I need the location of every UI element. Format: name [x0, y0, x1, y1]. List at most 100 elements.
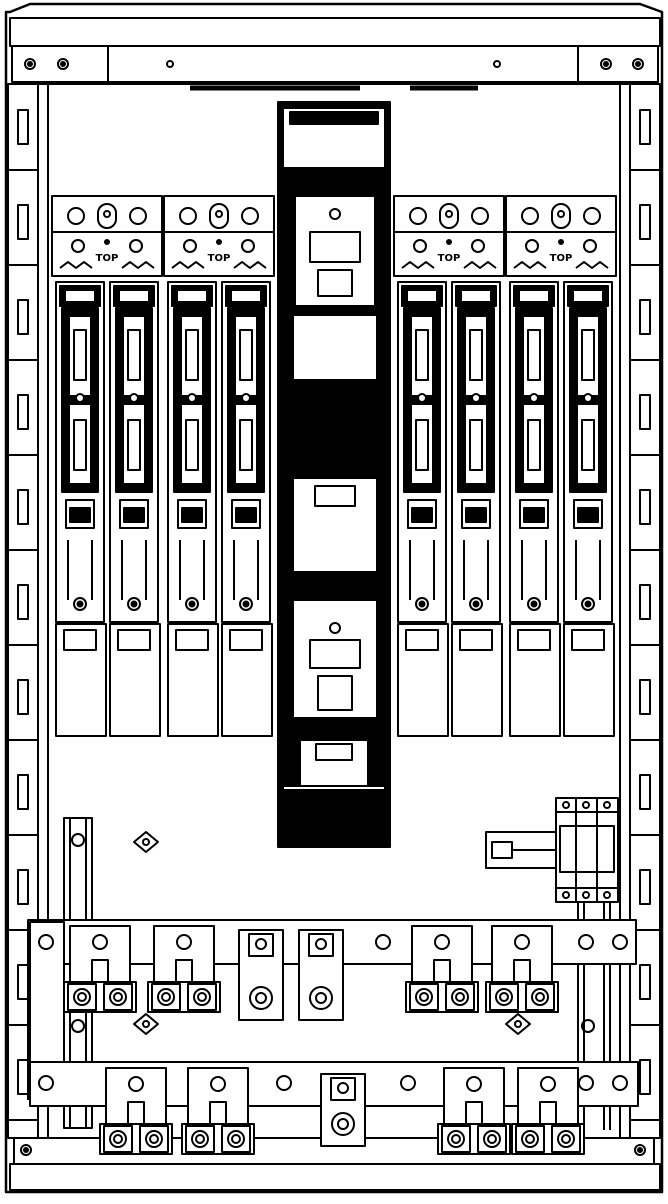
cover-label: [517, 629, 551, 651]
mount-hole: [471, 207, 489, 225]
clamp-screw-center: [535, 992, 545, 1002]
fuse-window: [410, 403, 434, 485]
clip-line: [171, 261, 267, 269]
rail-slot: [639, 394, 651, 430]
fuse-element: [73, 419, 87, 471]
clamp-cell: [67, 983, 97, 1011]
clip-line: [513, 261, 609, 269]
lug-hole: [434, 934, 450, 950]
clamp-screw: [157, 988, 175, 1006]
fuse-pole: [167, 281, 219, 737]
lug-hole: [514, 934, 530, 950]
terminal-screw-center: [188, 600, 196, 608]
lower-clamp-jaw: [523, 507, 545, 523]
terminal-screw-center: [472, 600, 480, 608]
rail-slot: [17, 679, 29, 715]
fuse-element: [415, 419, 429, 471]
keyhole-pin: [215, 210, 223, 218]
lower-clamp-jaw: [577, 507, 599, 523]
fuse-base: TOP: [393, 195, 505, 737]
fuse-pin: [471, 393, 481, 403]
lug-hole: [540, 1076, 556, 1092]
busbar-hole: [375, 934, 391, 950]
clamp-cell: [103, 1125, 133, 1153]
clamp-screw: [227, 1130, 245, 1148]
clamp-cell: [151, 983, 181, 1011]
fuse-window: [410, 315, 434, 397]
double-lug: [63, 925, 137, 1013]
lug-tab: [308, 933, 334, 957]
clamp-screw-center: [487, 1134, 497, 1144]
rail-slot: [17, 109, 29, 145]
lug-hole: [176, 934, 192, 950]
keyhole-pin: [445, 210, 453, 218]
mount-hole: [67, 207, 85, 225]
fuse-element: [581, 329, 595, 381]
terminal-cover: [563, 623, 615, 737]
rail-slot: [17, 394, 29, 430]
cover-label: [571, 629, 605, 651]
fuse-window: [464, 403, 488, 485]
fuse-base: TOP: [51, 195, 163, 737]
terminal-screw: [415, 597, 429, 611]
lower-clamp: [461, 499, 491, 529]
fuse-window: [68, 403, 92, 485]
cover-label: [405, 629, 439, 651]
fuse-pole: [451, 281, 503, 737]
fuse-pole: [397, 281, 449, 737]
screw: [241, 239, 255, 253]
top-label: TOP: [96, 253, 119, 264]
fuse-element: [185, 329, 199, 381]
rail-slot: [17, 964, 29, 1000]
lug-tab: [248, 933, 274, 957]
clamp-screw-center: [451, 1134, 461, 1144]
pole-cap-window: [230, 289, 262, 303]
fuse-element: [527, 329, 541, 381]
pole-cap-window: [64, 289, 96, 303]
screw: [129, 239, 143, 253]
fuse-pole: [221, 281, 273, 737]
clamp-screw-center: [525, 1134, 535, 1144]
top-plate-holes: [20, 58, 646, 1156]
clamp-cell: [551, 1125, 581, 1153]
pole-body: [109, 281, 159, 623]
terminal-screw-center: [130, 600, 138, 608]
lug-screw-center: [315, 992, 327, 1004]
lug-screw-center: [255, 992, 267, 1004]
pole-body: [451, 281, 501, 623]
top-label: TOP: [208, 253, 231, 264]
terminal-cover: [221, 623, 273, 737]
lug-hole: [255, 938, 267, 950]
fuse-element: [415, 329, 429, 381]
indicator-dot: [446, 239, 452, 245]
terminal-screw-center: [242, 600, 250, 608]
rail-slot: [639, 489, 651, 525]
clamp-screw: [109, 1130, 127, 1148]
lower-clamp-jaw: [411, 507, 433, 523]
rail-slot: [639, 299, 651, 335]
lower-clamp-jaw: [181, 507, 203, 523]
clamp-cell: [139, 1125, 169, 1153]
screw: [71, 239, 85, 253]
fuse-pin: [529, 393, 539, 403]
fuse-base-header: [163, 195, 275, 277]
keyhole: [439, 203, 459, 229]
fuse-element: [127, 419, 141, 471]
screw: [471, 239, 485, 253]
clamp-screw-center: [499, 992, 509, 1002]
mounting-clips: [133, 831, 531, 1035]
pole-cap-window: [518, 289, 550, 303]
fuse-pin: [241, 393, 251, 403]
single-lug: [238, 929, 284, 1021]
terminal-screw: [127, 597, 141, 611]
busbar-hole: [38, 934, 54, 950]
terminal-cover: [55, 623, 107, 737]
indicator-dot: [558, 239, 564, 245]
fuse-base-header: [51, 195, 163, 277]
cover-label: [459, 629, 493, 651]
clamp-screw-center: [195, 1134, 205, 1144]
clamp-screw-center: [77, 992, 87, 1002]
busbar-hole: [276, 1075, 292, 1091]
